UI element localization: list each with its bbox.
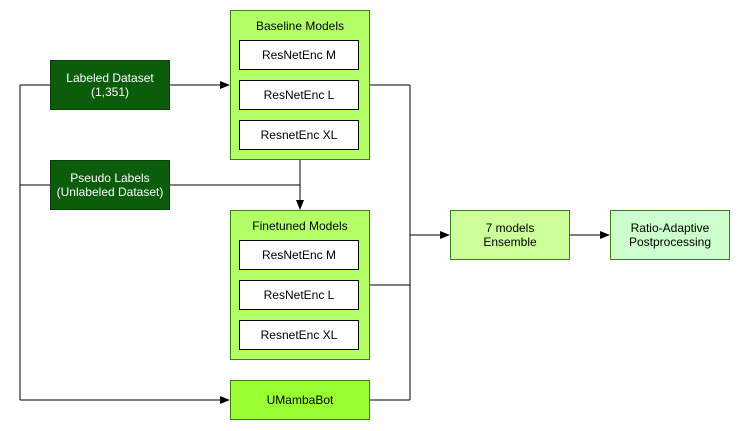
labeled-dataset-node: Labeled Dataset (1,351) (50, 60, 170, 110)
postprocessing-node: Ratio-Adaptive Postprocessing (610, 210, 730, 260)
ensemble-node: 7 models Ensemble (450, 210, 570, 260)
baseline-model-resnetenc-m: ResNetEnc M (239, 40, 359, 70)
finetuned-model-resnetenc-m: ResNetEnc M (239, 240, 359, 270)
pseudo-labels-node: Pseudo Labels (Unlabeled Dataset) (50, 160, 170, 210)
finetuned-model-resnetenc-xl: ResnetEnc XL (239, 320, 359, 350)
finetuned-models-title: Finetuned Models (252, 219, 348, 233)
baseline-model-resnetenc-xl: ResnetEnc XL (239, 120, 359, 150)
umambabot-node: UMambaBot (230, 380, 370, 420)
baseline-model-resnetenc-l: ResNetEnc L (239, 80, 359, 110)
finetuned-model-resnetenc-l: ResNetEnc L (239, 280, 359, 310)
baseline-models-title: Baseline Models (255, 19, 345, 33)
